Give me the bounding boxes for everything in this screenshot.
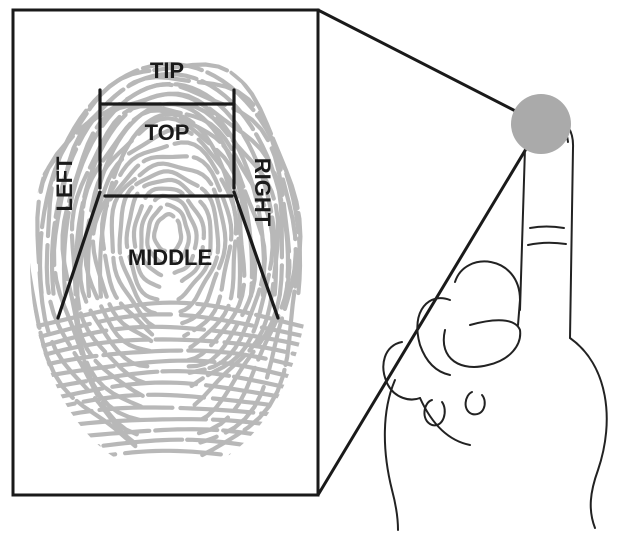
ridge-line	[30, 62, 303, 458]
ridge-line	[30, 417, 310, 438]
label-middle: MIDDLE	[128, 245, 212, 270]
palm-front	[383, 379, 399, 531]
palm-back	[569, 337, 608, 529]
label-tip: TIP	[150, 58, 184, 83]
zoom-line-bottom	[316, 122, 543, 497]
fingertip-highlight	[511, 94, 571, 154]
zoom-line-top	[316, 8, 543, 126]
inset-frame	[11, 8, 320, 497]
ridge-line	[30, 358, 310, 386]
finger-crease-1	[529, 225, 565, 229]
ridge-line	[83, 127, 247, 363]
ridge-line	[30, 437, 310, 460]
ridge-line	[73, 91, 267, 298]
ridge-line	[30, 312, 310, 344]
ridge-line	[30, 405, 310, 428]
ridge-line	[30, 324, 310, 355]
ridge-line	[97, 111, 243, 299]
ridge-line	[30, 392, 310, 418]
curled-nail-1	[423, 399, 446, 427]
ridge-line	[49, 71, 291, 296]
ridge-line	[109, 161, 228, 329]
finger-crease-2	[527, 241, 567, 246]
curled-finger-2	[416, 297, 451, 376]
ridge-line	[30, 300, 310, 333]
ridge-line	[124, 177, 213, 302]
ridge-line	[117, 169, 221, 316]
middle-left-border	[56, 190, 102, 320]
ridge-line	[30, 337, 310, 364]
ridge-line	[30, 348, 310, 375]
ridge-line	[151, 211, 184, 254]
hand-pointing-up-icon	[382, 94, 608, 531]
thumb	[442, 319, 522, 368]
middle-right-border	[232, 190, 280, 320]
label-left: LEFT	[52, 156, 77, 212]
label-top: TOP	[145, 120, 190, 145]
ridge-line	[30, 368, 310, 396]
label-right: RIGHT	[250, 158, 275, 227]
ridge-line	[131, 186, 207, 289]
ridge-line	[61, 81, 279, 297]
zone-lines	[56, 88, 280, 320]
ridge-line	[30, 448, 310, 470]
knuckle-fold	[419, 397, 471, 446]
ridge-line	[69, 103, 275, 398]
ridge-line	[99, 154, 234, 338]
ridge-line	[30, 380, 310, 407]
ridge-line	[37, 61, 303, 296]
curled-finger-3	[382, 341, 421, 401]
curled-finger-1	[454, 260, 521, 326]
ridge-line	[145, 202, 192, 266]
curled-nail-2	[464, 391, 486, 416]
